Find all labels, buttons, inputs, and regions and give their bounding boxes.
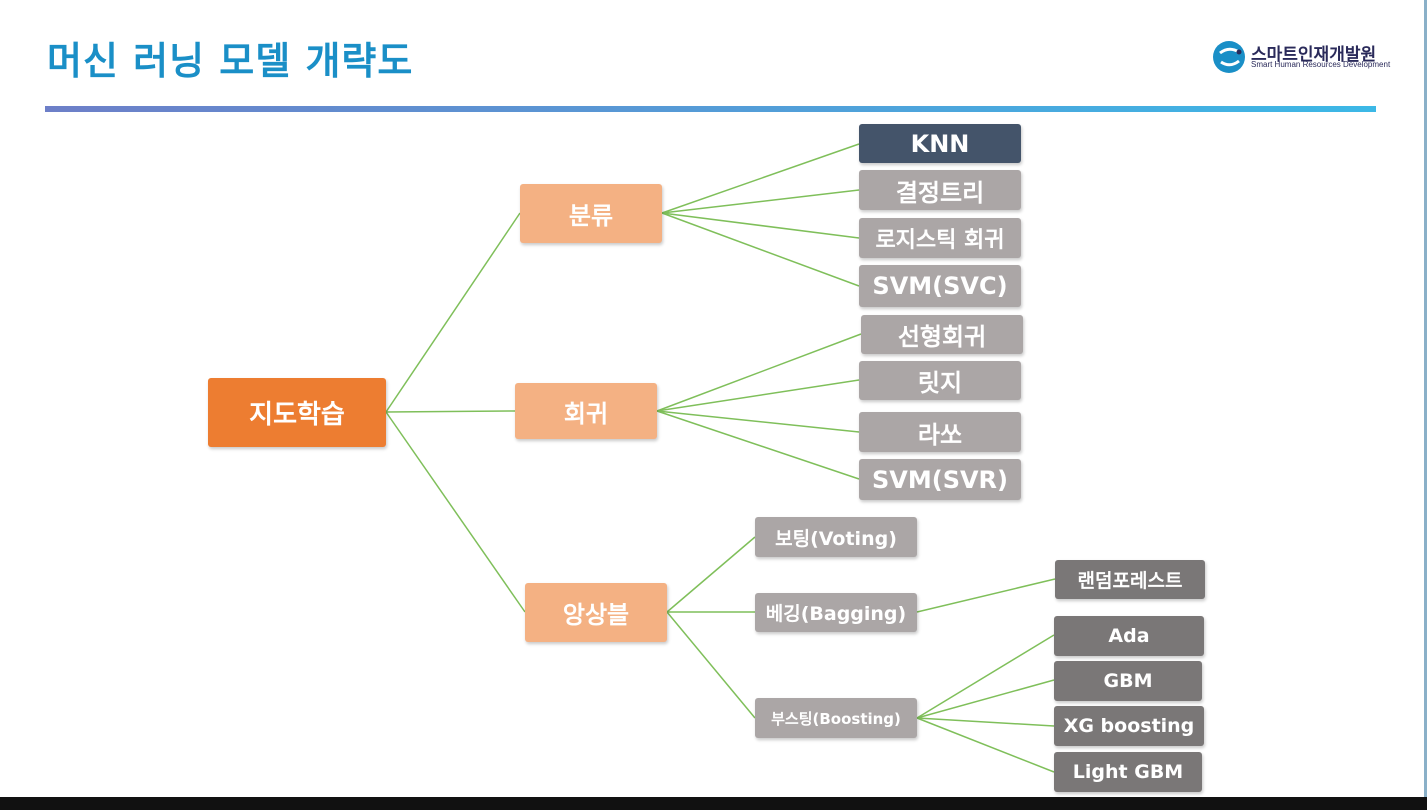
node-light-gbm: Light GBM <box>1054 752 1202 792</box>
node-gbm: GBM <box>1054 661 1202 701</box>
logo-mark-icon <box>1213 41 1245 73</box>
node-decision-tree: 결정트리 <box>859 170 1021 210</box>
connector-boost-gbm <box>916 679 1055 719</box>
connector-cls-knn <box>661 143 860 214</box>
connector-cls-svc <box>661 212 860 287</box>
node-svr: SVM(SVR) <box>859 459 1021 500</box>
connector-reg-svr <box>656 410 860 480</box>
connector-reg-ridge <box>656 379 860 412</box>
node-classification: 분류 <box>520 184 662 243</box>
node-random-forest: 랜덤포레스트 <box>1055 560 1205 599</box>
node-supervised-learning: 지도학습 <box>208 378 386 447</box>
connector-reg-lasso <box>656 410 860 433</box>
connector-cls-logistic <box>661 212 860 239</box>
node-linear-regression: 선형회귀 <box>861 315 1023 354</box>
node-ada: Ada <box>1054 616 1204 656</box>
connector-ens-boosting <box>666 611 756 719</box>
connector-boost-light <box>916 717 1055 773</box>
node-lasso: 라쏘 <box>859 412 1021 452</box>
node-knn: KNN <box>859 124 1021 163</box>
node-logistic-regression: 로지스틱 회귀 <box>859 218 1021 258</box>
node-xg-boosting: XG boosting <box>1054 706 1204 746</box>
connector-reg-linear <box>656 333 862 412</box>
connector-root-classification <box>385 212 521 413</box>
node-voting: 보팅(Voting) <box>755 517 917 557</box>
node-boosting: 부스팅(Boosting) <box>755 698 917 738</box>
window-edge <box>1424 0 1427 797</box>
connector-boost-ada <box>916 634 1055 719</box>
connector-bagging-rf <box>916 578 1056 613</box>
node-svc: SVM(SVC) <box>859 265 1021 307</box>
connector-root-regression <box>385 410 516 413</box>
node-regression: 회귀 <box>515 383 657 439</box>
connector-root-ensemble <box>385 411 526 613</box>
logo-name: 스마트인재개발원 <box>1251 45 1377 65</box>
bottom-bar <box>0 797 1427 810</box>
connector-boost-xg <box>916 717 1055 727</box>
title-divider <box>45 106 1376 112</box>
connector-cls-tree <box>661 189 860 214</box>
logo: 스마트인재개발원 Smart Human Resources Developme… <box>1212 40 1390 76</box>
node-ensemble: 앙상블 <box>525 583 667 642</box>
connector-ens-voting <box>666 536 756 613</box>
page-title: 머신 러닝 모델 개략도 <box>47 39 414 83</box>
node-bagging: 베깅(Bagging) <box>755 593 917 632</box>
logo-subtitle: Smart Human Resources Development <box>1251 60 1391 69</box>
node-ridge: 릿지 <box>859 361 1021 400</box>
